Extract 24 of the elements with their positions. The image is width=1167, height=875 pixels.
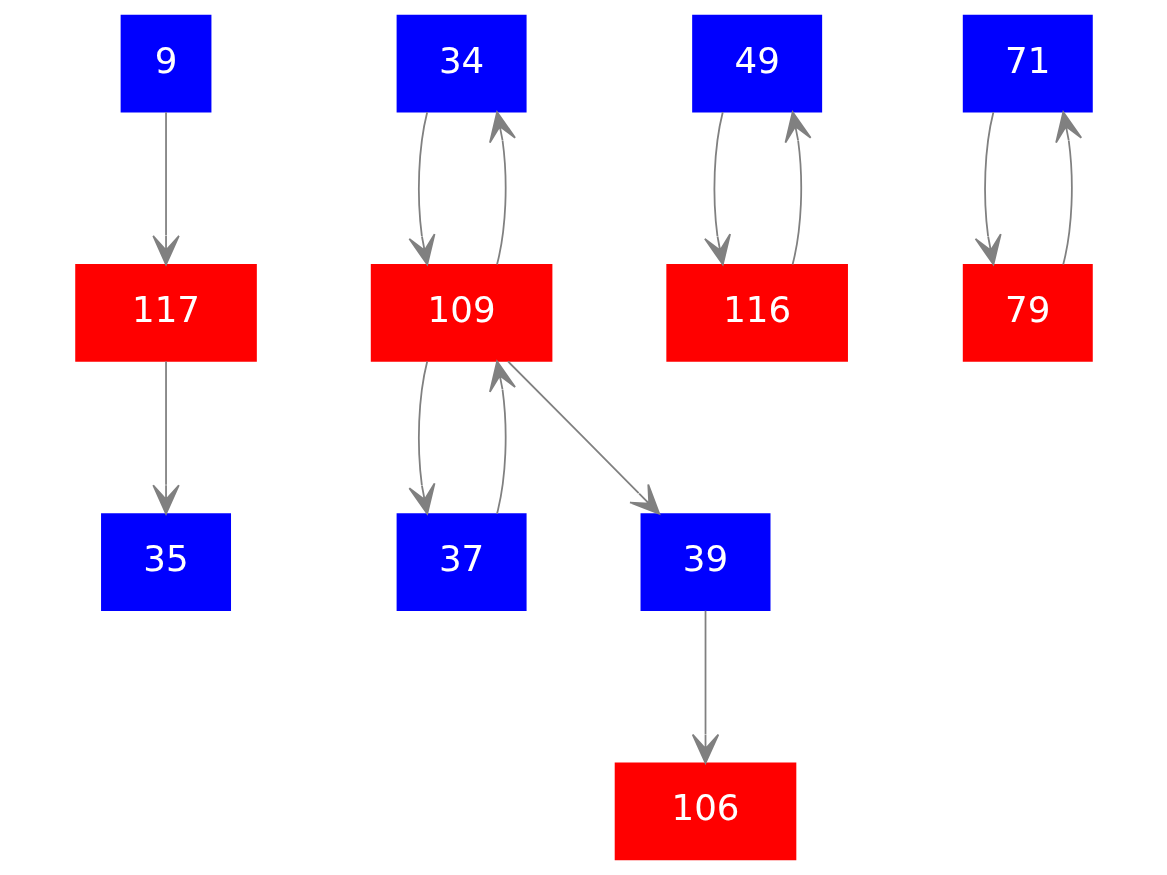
node-box: 71 (962, 14, 1093, 113)
node-box: 106 (614, 762, 796, 861)
arrow (488, 360, 516, 515)
node-box: 39 (640, 513, 770, 612)
node-box: 109 (370, 263, 552, 362)
arrow (488, 111, 516, 266)
node-box: 49 (691, 14, 822, 113)
arrow (506, 360, 660, 515)
arrow (1054, 111, 1082, 266)
node-box: 37 (396, 513, 527, 612)
node-box: 34 (396, 14, 527, 113)
arrow (151, 111, 180, 266)
arrow (151, 360, 180, 515)
node-box: 116 (665, 263, 848, 362)
node-box: 117 (74, 263, 257, 362)
arrow (974, 111, 1002, 266)
node-box: 79 (962, 263, 1093, 362)
arrow (784, 111, 812, 266)
node-box: 35 (100, 513, 231, 612)
arrow (703, 111, 731, 266)
arrow (407, 111, 435, 266)
node-box: 9 (120, 14, 211, 113)
arrow (691, 609, 719, 764)
arrow (407, 360, 435, 515)
